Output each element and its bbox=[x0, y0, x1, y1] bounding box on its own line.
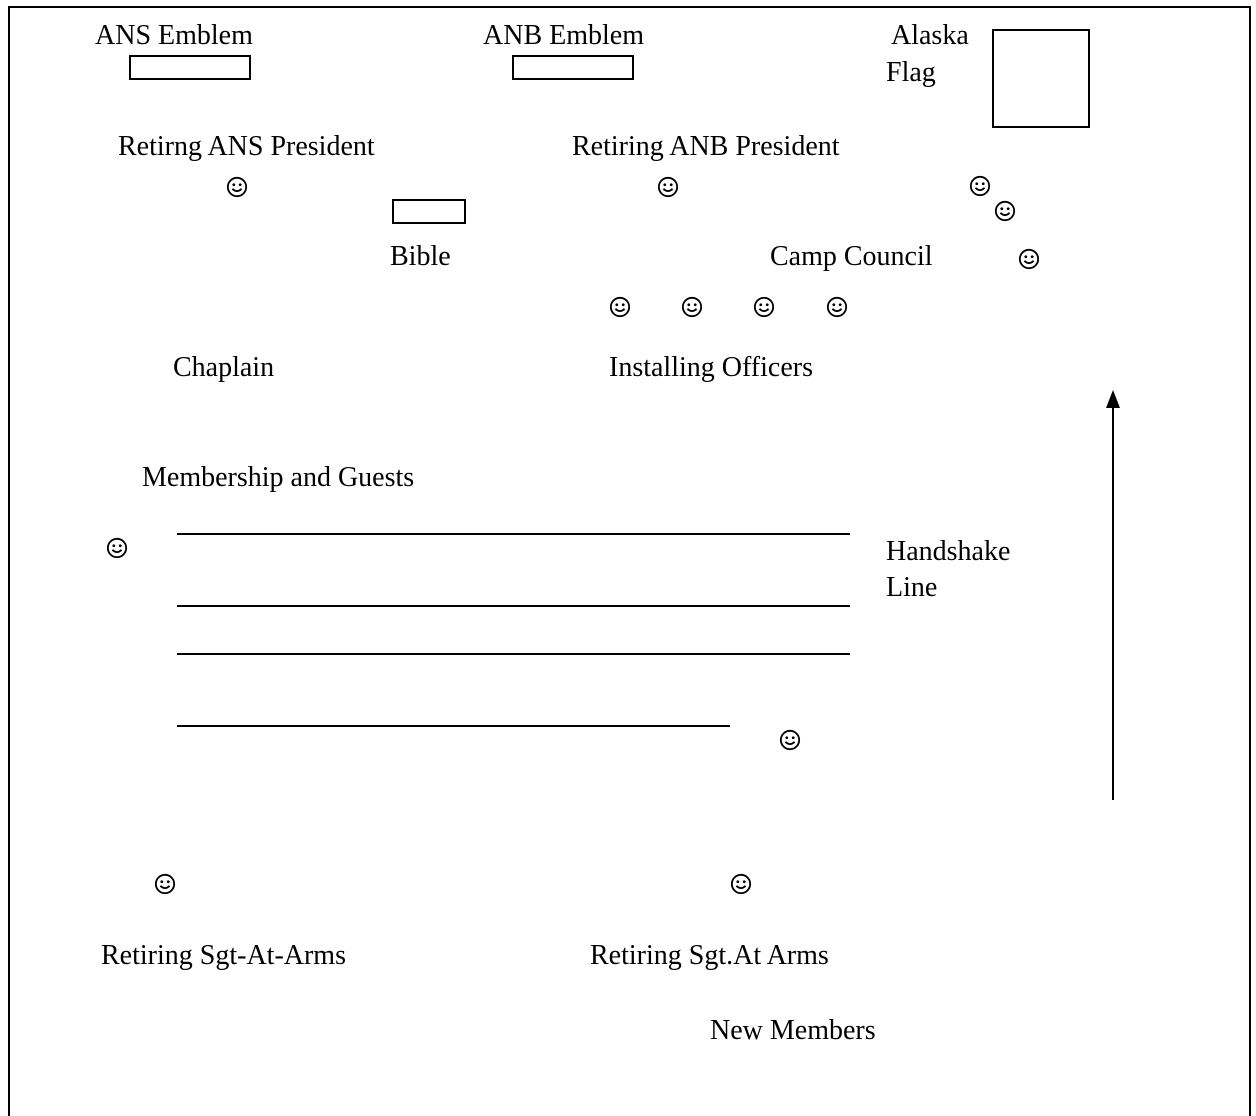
membership-and-guests-label: Membership and Guests bbox=[142, 462, 415, 493]
arrow-shaft bbox=[1112, 404, 1114, 800]
smiley-face-icon bbox=[154, 873, 176, 895]
anb-emblem-label: ANB Emblem bbox=[483, 20, 644, 51]
diagram-frame bbox=[8, 6, 1251, 1116]
smiley-face-icon bbox=[609, 296, 631, 318]
chaplain-label: Chaplain bbox=[173, 352, 275, 383]
handshake-line-row bbox=[177, 725, 730, 727]
smiley-face-icon bbox=[994, 200, 1016, 222]
smiley-face-icon bbox=[681, 296, 703, 318]
anb-emblem-box bbox=[512, 55, 634, 80]
smiley-face-icon bbox=[1018, 248, 1040, 270]
ans-emblem-label: ANS Emblem bbox=[95, 20, 253, 51]
handshake-line-label-2: Line bbox=[886, 572, 938, 603]
smiley-face-icon bbox=[779, 729, 801, 751]
smiley-face-icon bbox=[226, 176, 248, 198]
smiley-face-icon bbox=[826, 296, 848, 318]
handshake-line-row bbox=[177, 533, 850, 535]
retiring-anb-president-label: Retiring ANB President bbox=[572, 131, 840, 162]
camp-council-label: Camp Council bbox=[770, 241, 933, 272]
alaska-flag-label-line1: Alaska bbox=[891, 20, 969, 51]
ans-emblem-box bbox=[129, 55, 251, 80]
new-members-label: New Members bbox=[710, 1015, 876, 1046]
installing-officers-label: Installing Officers bbox=[609, 352, 813, 383]
smiley-face-icon bbox=[106, 537, 128, 559]
bible-label: Bible bbox=[390, 241, 451, 272]
smiley-face-icon bbox=[753, 296, 775, 318]
handshake-line-row bbox=[177, 653, 850, 655]
smiley-face-icon bbox=[969, 175, 991, 197]
smiley-face-icon bbox=[657, 176, 679, 198]
bible-box bbox=[392, 199, 466, 224]
alaska-flag-label-line2: Flag bbox=[886, 57, 936, 88]
retiring-ans-president-label: Retirng ANS President bbox=[118, 131, 375, 162]
retiring-sgt-at-arms-right-label: Retiring Sgt.At Arms bbox=[590, 940, 829, 971]
arrow-up-icon bbox=[1106, 390, 1120, 408]
smiley-face-icon bbox=[730, 873, 752, 895]
handshake-line-row bbox=[177, 605, 850, 607]
alaska-flag-box bbox=[992, 29, 1090, 128]
handshake-line-label-1: Handshake bbox=[886, 536, 1011, 567]
retiring-sgt-at-arms-left-label: Retiring Sgt-At-Arms bbox=[101, 940, 346, 971]
